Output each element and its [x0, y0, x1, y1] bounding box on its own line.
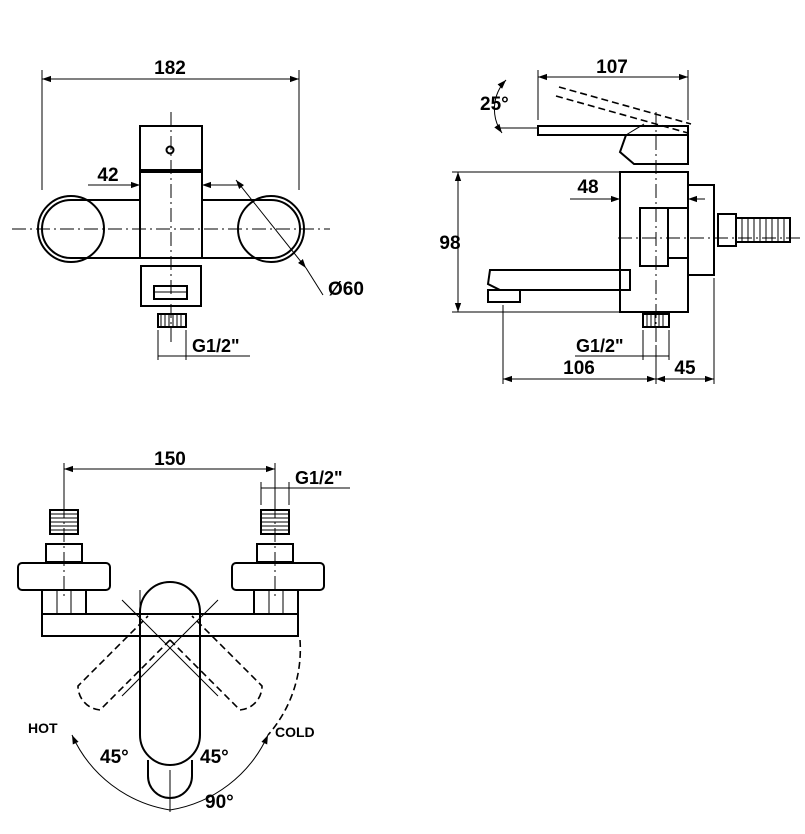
lever-cold-position — [169, 615, 263, 711]
front-thread — [157, 313, 187, 328]
lever — [537, 125, 689, 136]
side-aerator — [487, 289, 521, 303]
top-body-bar — [41, 613, 299, 637]
dim-wall-offset: 45 — [674, 358, 696, 379]
cartridge-top — [618, 134, 689, 165]
total-angle: 90° — [205, 792, 234, 813]
hot-label: HOT — [28, 720, 58, 736]
eccentric-thread — [735, 217, 791, 243]
left-rosette — [37, 195, 105, 263]
front-view: 182 42 Ø60 G1/2" — [12, 58, 364, 360]
dim-line-diameter — [235, 179, 307, 269]
wall-flange — [687, 184, 715, 276]
dim-height: 98 — [439, 233, 460, 254]
lever-raised-outline — [558, 86, 692, 125]
dim-lever-angle: 25° — [480, 94, 509, 115]
eccentric-nut — [717, 213, 737, 247]
rotation-arc — [267, 639, 302, 736]
lever-hot-position — [77, 615, 171, 711]
dim-centers: 150 — [154, 449, 186, 470]
lever-centre — [139, 581, 201, 766]
cold-flange — [231, 562, 325, 591]
side-spout — [486, 269, 631, 291]
cold-hex-nut — [253, 589, 299, 615]
lever-block — [139, 125, 203, 171]
hot-angle: 45° — [100, 747, 129, 768]
side-view: 107 25° 48 98 G1/2" 106 45 — [439, 57, 800, 384]
dim-spout-length: 106 — [563, 358, 595, 379]
dim-front-thread: G1/2" — [192, 336, 240, 356]
hot-hex-nut — [41, 589, 87, 615]
lever-screw — [165, 145, 175, 155]
mixer-body — [139, 171, 203, 259]
dim-depth: 48 — [577, 177, 598, 198]
dim-rosette-diameter: Ø60 — [328, 279, 364, 300]
side-thread — [642, 313, 670, 328]
mixer-arms — [71, 199, 271, 259]
dim-front-width: 182 — [154, 58, 186, 79]
side-body-inner — [639, 207, 669, 267]
spout-outlet — [140, 265, 202, 307]
cold-angle: 45° — [200, 747, 229, 768]
dim-top-thread: G1/2" — [295, 468, 343, 488]
dim-side-thread: G1/2" — [576, 336, 624, 356]
top-view: HOT COLD 45° 45° 90° 150 G1/2" — [17, 449, 350, 813]
cold-label: COLD — [275, 724, 315, 740]
dim-top-length: 107 — [596, 57, 628, 78]
dim-body-width: 42 — [97, 165, 118, 186]
dim-arc-25 — [493, 79, 507, 134]
